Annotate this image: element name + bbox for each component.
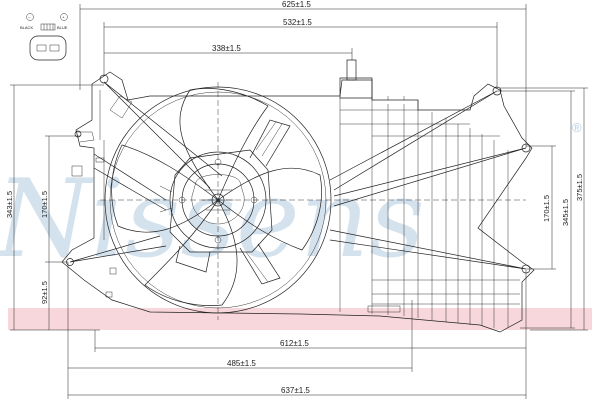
dim-left-low-text: 92±1.5 <box>40 281 49 304</box>
connector-symbol: − + BLACK BLUE <box>20 13 68 61</box>
connector-plus-label: BLUE <box>57 25 68 30</box>
dim-left-overall: 343±1.5 <box>5 84 104 331</box>
dim-bottom-612-text: 612±1.5 <box>280 339 309 348</box>
connector-minus-label: BLACK <box>20 25 33 30</box>
dim-bottom-485-text: 485±1.5 <box>227 359 256 368</box>
dim-right-inner: 170±1.5 <box>526 145 556 270</box>
fan-shroud <box>61 59 535 333</box>
dim-top-inner: 338±1.5 <box>104 44 353 60</box>
dim-right-mid-text: 345±1.5 <box>561 199 570 226</box>
connector-minus: − <box>28 15 31 20</box>
dim-bottom-612: 612±1.5 <box>94 270 527 352</box>
dim-right-outer-text: 375±1.5 <box>575 174 584 201</box>
watermark-registered: ® <box>572 120 582 135</box>
dim-top-mid-text: 532±1.5 <box>283 18 312 27</box>
pink-band <box>8 308 592 330</box>
dim-right-mid: 345±1.5 <box>497 90 575 329</box>
dim-top-mid: 532±1.5 <box>103 18 498 88</box>
dim-left-mid-text: 170±1.5 <box>40 191 49 218</box>
connector-plus: + <box>62 15 65 20</box>
dim-top-overall-text: 625±1.5 <box>282 0 311 9</box>
dim-bottom-485: 485±1.5 <box>67 262 413 372</box>
struts <box>69 81 527 270</box>
centerlines <box>100 82 526 320</box>
dim-left-low: 92±1.5 <box>40 262 50 330</box>
dim-bottom-637-text: 637±1.5 <box>281 386 310 395</box>
dim-top-overall: 625±1.5 <box>79 0 527 148</box>
dim-left-overall-text: 343±1.5 <box>5 191 14 218</box>
dim-right-outer: 375±1.5 <box>500 87 588 331</box>
dim-top-inner-text: 338±1.5 <box>212 44 241 53</box>
shroud-ribs <box>339 96 520 328</box>
dim-right-inner-text: 170±1.5 <box>542 195 551 222</box>
nissens-watermark: Nissens ® <box>0 120 582 282</box>
dim-bottom-637: 637±1.5 <box>67 352 527 399</box>
